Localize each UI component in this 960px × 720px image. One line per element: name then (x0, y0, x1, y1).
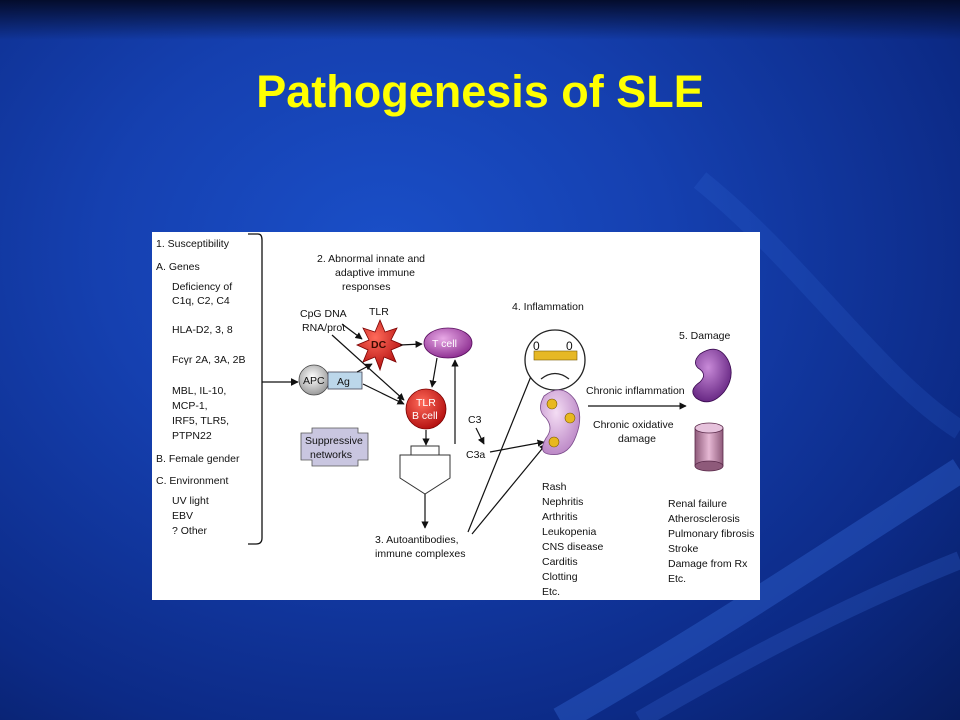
b-cell-tlr-label: TLR (416, 397, 436, 409)
gene-item: C1q, C2, C4 (172, 295, 230, 307)
damage-outcome: Atherosclerosis (668, 513, 740, 525)
immune-section: 2. Abnormal innate and adaptive immune r… (298, 253, 545, 529)
female-gender-label: B. Female gender (156, 453, 240, 465)
arrow-dc-to-tcell (399, 340, 423, 348)
environment-heading: C. Environment (156, 475, 228, 487)
inflammation-outcome: Leukopenia (542, 526, 596, 538)
slide-title: Pathogenesis of SLE (256, 66, 704, 117)
arrow-autoab-to-kidney (471, 443, 547, 535)
damaged-kidney-shape (692, 348, 732, 403)
genes-heading: A. Genes (156, 261, 200, 273)
rna-prot-label: RNA/prot (302, 322, 345, 334)
face-mouth (540, 372, 570, 380)
arrow-c3a-to-inflammation (489, 439, 545, 453)
susceptibility-heading: 1. Susceptibility (156, 238, 230, 250)
suppressive-networks-box (300, 427, 369, 467)
damage-heading: 5. Damage (679, 330, 731, 342)
antibody-funnel-top (410, 445, 440, 456)
t-cell-shape (423, 327, 473, 359)
arrow-c3-to-c3a (475, 427, 485, 445)
inflammation-section: 4. Inflammation 0 0 Rash Nephritis Arthr… (512, 301, 603, 598)
chronic-oxidative-label: damage (618, 433, 656, 445)
face-eyes: 0 (566, 339, 573, 353)
immune-complex-dot (546, 398, 558, 410)
gene-item: MCP-1, (172, 400, 208, 412)
inflammation-outcome: CNS disease (542, 541, 603, 553)
inflammation-outcome: Arthritis (542, 511, 578, 523)
environment-item: EBV (172, 510, 193, 522)
susceptibility-section: 1. Susceptibility A. Genes Deficiency of… (156, 233, 299, 545)
b-cell-shape (405, 388, 447, 430)
gene-item: PTPN22 (172, 430, 212, 442)
susceptibility-bracket (248, 233, 263, 545)
inflammation-outcome: Rash (542, 481, 567, 493)
b-cell-label: B cell (412, 410, 438, 422)
inflammation-outcome: Clotting (542, 571, 578, 583)
gene-item: HLA-D2, 3, 8 (172, 324, 233, 336)
face-rash-band (533, 350, 578, 361)
t-cell-label: T cell (432, 338, 457, 350)
c3-label: C3 (468, 414, 482, 426)
immune-heading: adaptive immune (335, 267, 415, 279)
inflamed-organ-shape (540, 389, 581, 455)
tlr-label: TLR (369, 306, 389, 318)
inflammation-heading: 4. Inflammation (512, 301, 584, 313)
chronic-oxidative-label: Chronic oxidative (593, 419, 674, 431)
autoantibodies-label: immune complexes (375, 548, 465, 560)
apc-label: APC (303, 375, 325, 387)
inflammation-outcome: Etc. (542, 586, 560, 598)
gene-item: Fcγr 2A, 3A, 2B (172, 354, 246, 366)
arrow-cpg-to-dc (341, 323, 363, 340)
antibody-funnel (399, 454, 451, 495)
chronic-inflammation-label: Chronic inflammation (586, 385, 685, 397)
environment-item: ? Other (172, 525, 208, 537)
arrow-autoab-to-face (467, 353, 541, 533)
damaged-vessel-cylinder (694, 422, 724, 472)
damage-outcome: Etc. (668, 573, 686, 585)
environment-item: UV light (172, 495, 209, 507)
gene-item: MBL, IL-10, (172, 385, 226, 397)
c3a-label: C3a (466, 449, 485, 461)
autoantibodies-section: 3. Autoantibodies, immune complexes (375, 353, 547, 560)
immune-complex-dot (548, 436, 560, 448)
damage-outcome: Stroke (668, 543, 699, 555)
arrow-tcell-to-bcell (429, 357, 438, 388)
damage-outcome: Damage from Rx (668, 558, 748, 570)
immune-heading: responses (342, 281, 390, 293)
damage-outcome: Renal failure (668, 498, 727, 510)
arrow-ag-to-bcell (362, 383, 405, 405)
immune-heading: 2. Abnormal innate and (317, 253, 425, 265)
suppressive-label: Suppressive (305, 435, 363, 447)
face-eyes: 0 (533, 339, 540, 353)
damage-outcome: Pulmonary fibrosis (668, 528, 754, 540)
inflammation-outcome: Carditis (542, 556, 578, 568)
cpg-dna-label: CpG DNA (300, 308, 347, 320)
immune-complex-dot (564, 412, 576, 424)
gene-item: IRF5, TLR5, (172, 415, 229, 427)
inflammation-outcome: Nephritis (542, 496, 583, 508)
sle-pathogenesis-diagram: 1. Susceptibility A. Genes Deficiency of… (152, 232, 760, 600)
gene-item: Deficiency of (172, 281, 232, 293)
damage-section: 5. Damage Chronic inflammation Chronic o… (586, 330, 754, 585)
top-shadow-band (0, 0, 960, 40)
suppressive-label: networks (310, 449, 352, 461)
autoantibodies-label: 3. Autoantibodies, (375, 534, 458, 546)
antigen-label: Ag (337, 376, 350, 388)
arrow-ag-to-dc (356, 363, 373, 373)
antigen-box (327, 371, 363, 390)
dc-label: DC (371, 339, 387, 351)
dendritic-cell-shape (355, 318, 405, 372)
